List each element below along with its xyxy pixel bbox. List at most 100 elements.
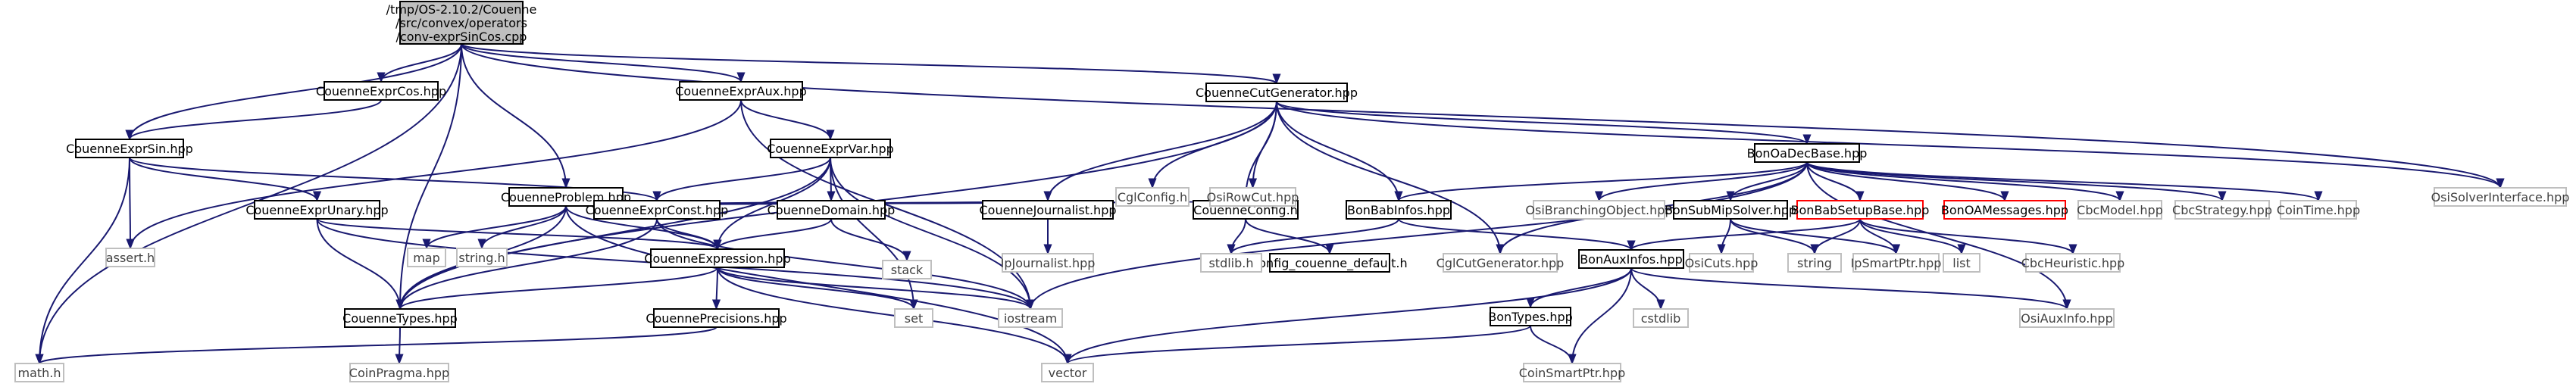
node-confdefault[interactable]: config_couenne_default.h [1252, 253, 1408, 273]
edge-bonoadec-to-cbcmodel [1806, 161, 2124, 202]
edge-cutgen-to-bonoadec [1276, 101, 1812, 145]
node-label: BonBabInfos.hpp [1347, 203, 1450, 217]
node-box [105, 248, 155, 267]
edge-bonsubmip-to-ipsmartptr [1730, 218, 1900, 255]
node-bontypes[interactable]: BonTypes.hpp [1488, 307, 1573, 326]
edge-bonbabsetup-to-list [1859, 218, 1966, 255]
node-exprvar[interactable]: CouenneExprVar.hpp [767, 139, 894, 158]
node-exprconst[interactable]: CouenneExprConst.hpp [586, 200, 729, 220]
node-box [1200, 253, 1262, 273]
node-exprunary[interactable]: CouenneExprUnary.hpp [245, 200, 389, 220]
edge-bonbabsetup-to-cbcheuristic [1859, 218, 2077, 255]
edge-bontypes-to-vector [1063, 325, 1531, 365]
edge-bonoadec-to-iostream [1026, 161, 1808, 310]
node-label: stdlib.h [1208, 256, 1253, 270]
node-bonbabsetup[interactable]: BonBabSetupBase.hpp [1791, 200, 1930, 220]
node-label: CbcStrategy.hpp [2172, 203, 2272, 217]
edge-expraux-to-exprvar [740, 99, 835, 141]
node-label: CouenneExprSin.hpp [66, 142, 193, 156]
node-root[interactable]: /tmp/OS-2.10.2/Couenne/src/convex/operat… [386, 1, 537, 45]
node-exprsin[interactable]: CouenneExprSin.hpp [66, 139, 193, 158]
node-layer: /tmp/OS-2.10.2/Couenne/src/convex/operat… [14, 1, 2569, 382]
node-osiauxinfo: OsiAuxInfo.hpp [2019, 308, 2115, 328]
edge-exprcos-to-exprsin [125, 99, 382, 141]
node-cutgen[interactable]: CouenneCutGenerator.hpp [1196, 83, 1358, 102]
node-box [998, 308, 1063, 328]
edge-cutgen-to-cglcutgen [1276, 101, 1505, 255]
edge-bonoadec-to-osiauxinfo [1806, 161, 2071, 310]
node-label: vector [1049, 366, 1087, 380]
node-bonoamessages[interactable]: BonOAMessages.hpp [1941, 200, 2068, 220]
node-box [14, 363, 64, 382]
node-box [650, 248, 785, 268]
node-box [1578, 249, 1684, 269]
node-journalist[interactable]: CouenneJournalist.hpp [980, 200, 1117, 220]
node-label: IpSmartPtr.hpp [1851, 256, 1942, 270]
node-box [456, 248, 508, 267]
edge-couconfig-to-confdefault [1245, 218, 1334, 255]
node-cglcutgen: CglCutGenerator.hpp [1436, 253, 1564, 273]
edge-root-to-osisolver [461, 43, 2505, 189]
edge-root-to-exprtypes [395, 43, 462, 310]
node-label: config_couenne_default.h [1252, 256, 1407, 271]
node-precisions[interactable]: CouennePrecisions.hpp [646, 308, 787, 328]
edge-exprsin-to-math [35, 157, 130, 365]
node-label: math.h [17, 366, 61, 380]
edge-bonbabinfos-to-bonauxinfos [1398, 218, 1636, 251]
node-bonauxinfos[interactable]: BonAuxInfos.hpp [1578, 249, 1684, 269]
node-label: BonSubMipSolver.hpp [1665, 203, 1796, 217]
node-cointime: CoinTime.hpp [2277, 200, 2360, 220]
node-expression[interactable]: CouenneExpression.hpp [644, 248, 791, 268]
edge-bonauxinfos-to-cstdlib [1630, 267, 1665, 310]
node-exprtypes[interactable]: CouenneTypes.hpp [342, 308, 458, 328]
edge-root-to-exprsin [125, 43, 462, 141]
node-box [679, 81, 803, 101]
node-assert: assert.h [105, 248, 155, 267]
node-box [399, 1, 524, 45]
node-string: string [1787, 253, 1842, 273]
node-box [2077, 200, 2162, 220]
node-cglconfig: CglConfig.h [1115, 187, 1190, 207]
node-domain[interactable]: CouenneDomain.hpp [767, 200, 896, 220]
node-map: map [407, 248, 446, 267]
node-label: stack [891, 263, 924, 277]
node-problem[interactable]: CouenneProblem.hpp [501, 187, 631, 207]
node-box [1269, 253, 1390, 273]
edge-bonsubmip-to-string [1730, 218, 1819, 255]
node-label: set [905, 311, 923, 326]
node-label: string.h [458, 251, 505, 265]
edge-exprunary-to-exprtypes [316, 218, 405, 310]
edge-expraux-to-assert [126, 99, 742, 250]
node-box [593, 200, 721, 220]
edge-domain-to-stack [830, 218, 911, 262]
node-box [349, 363, 449, 382]
edge-root-to-cutgen [461, 43, 1281, 85]
edge-expression-to-vector [717, 267, 1072, 365]
node-bonoadec[interactable]: BonOaDecBase.hpp [1747, 143, 1868, 163]
node-label: /conv-exprSinCos.cpp [396, 30, 527, 44]
node-label: CglConfig.h [1118, 190, 1187, 204]
node-exprcos[interactable]: CouenneExprCos.hpp [316, 81, 446, 101]
node-box [1205, 83, 1348, 102]
edge-bonbabsetup-to-ipsmartptr [1859, 218, 1901, 255]
node-osisolver: OsiSolverInterface.hpp [2431, 187, 2569, 207]
node-label: CouenneTypes.hpp [342, 311, 458, 326]
node-label: CoinSmartPtr.hpp [1519, 366, 1626, 380]
node-label: CoinTime.hpp [2277, 203, 2360, 217]
node-bonsubmip[interactable]: BonSubMipSolver.hpp [1665, 200, 1796, 220]
node-expraux[interactable]: CouenneExprAux.hpp [675, 81, 807, 101]
node-label: BonAuxInfos.hpp [1580, 252, 1683, 267]
node-box [1943, 200, 2066, 220]
node-vector: vector [1041, 363, 1094, 382]
node-box [777, 200, 886, 220]
edge-bonoadec-to-cbcstrategy [1806, 161, 2227, 202]
edge-exprvar-to-exprconst [652, 157, 831, 202]
edge-bontypes-to-coinsmartptr [1530, 325, 1577, 365]
node-box [1673, 200, 1788, 220]
edge-problem-to-stringh [477, 205, 567, 250]
edge-cutgen-to-couconfig [1241, 101, 1277, 202]
node-stdlib: stdlib.h [1200, 253, 1262, 273]
node-set: set [894, 308, 933, 328]
node-bonbabinfos[interactable]: BonBabInfos.hpp [1346, 200, 1452, 220]
edge-cutgen-to-bonbabinfos [1276, 101, 1403, 202]
